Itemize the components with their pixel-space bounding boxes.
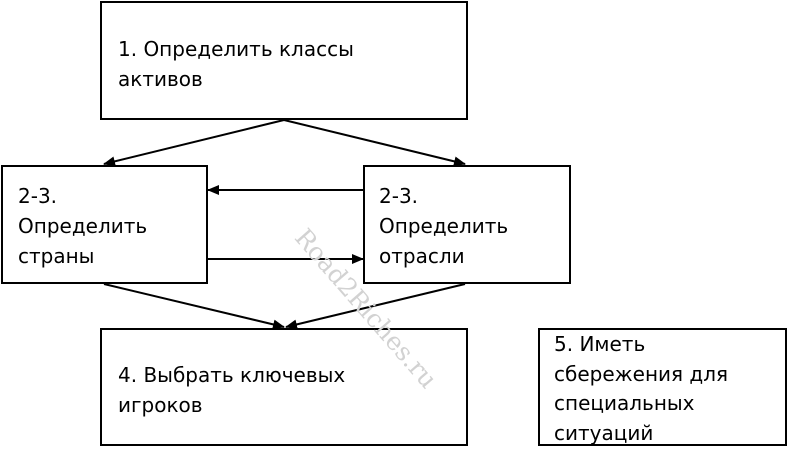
step23-countries-line: страны	[18, 244, 95, 268]
arrow-step1-to-industries	[283, 119, 466, 167]
step23-industries-line: отрасли	[379, 244, 465, 268]
step23-industries-line: Определить	[379, 214, 509, 238]
step23-countries-line: 2-3.	[18, 184, 58, 208]
step4-line: игроков	[118, 393, 203, 417]
step4-text: 4. Выбрать ключевых игроков	[118, 360, 345, 420]
step23-industries-box: 2-3. Определить отрасли	[363, 165, 571, 284]
step5-box: 5. Иметь сбережения для специальных ситу…	[538, 328, 787, 446]
step23-countries-line: Определить	[18, 214, 148, 238]
step4-line: 4. Выбрать ключевых	[118, 363, 346, 387]
step23-countries-text: 2-3. Определить страны	[18, 181, 147, 271]
step5-line: 5. Иметь	[554, 332, 646, 356]
step5-line: ситуаций	[554, 420, 654, 445]
step1-line: активов	[118, 67, 203, 91]
step5-text: 5. Иметь сбережения для специальных ситу…	[554, 330, 729, 445]
step23-industries-line: 2-3.	[379, 184, 419, 208]
step5-line: сбережения для	[554, 361, 729, 386]
step1-text: 1. Определить классы активов	[118, 34, 354, 94]
step1-line: 1. Определить классы	[118, 37, 354, 61]
arrow-industries-to-step4	[285, 283, 466, 330]
arrow-step1-to-countries	[103, 119, 285, 167]
step5-line: специальных	[554, 391, 695, 415]
arrow-countries-to-step4	[103, 283, 285, 330]
step1-box: 1. Определить классы активов	[100, 1, 468, 120]
step4-box: 4. Выбрать ключевых игроков	[100, 328, 468, 446]
step23-countries-box: 2-3. Определить страны	[1, 165, 208, 284]
step23-industries-text: 2-3. Определить отрасли	[379, 181, 508, 271]
